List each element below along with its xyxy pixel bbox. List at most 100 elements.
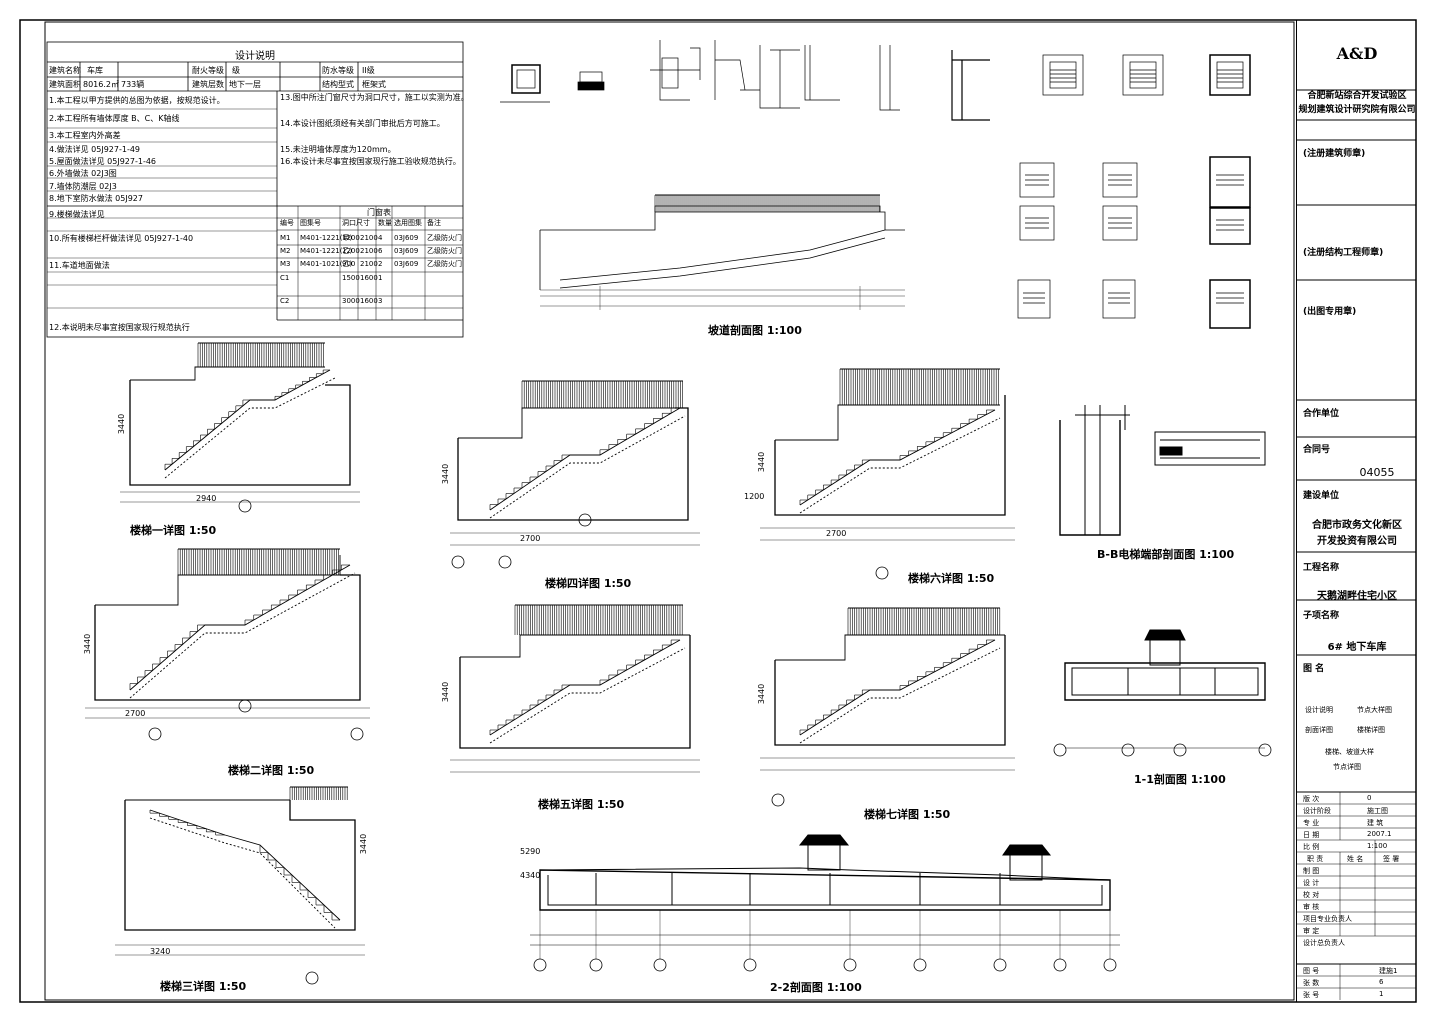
note-item: 14.本设计图纸须经有关部门审批后方可施工。 [280,119,445,128]
reg-structural-seal: (注册结构工程师章) [1303,248,1384,258]
sign-row-role: 设 计 [1303,879,1320,887]
dim-text: 3440 [441,463,451,485]
sheet-info-label: 张 数 [1303,979,1320,987]
notes-header-cell: 级 [232,66,240,75]
info-value: 建 筑 [1367,819,1384,827]
dim-text: 3240 [150,947,171,956]
note-item: 8.地下室防水做法 05J927 [49,194,143,203]
notes-table-lines [46,41,464,338]
caption-section-1-1: 1-1剖面图 1:100 [1134,773,1226,786]
info-value: 2007.1 [1367,830,1392,838]
company-name-line-2: 规划建筑设计研究院有限公司 [1298,105,1416,115]
door-table-cell: M3 [280,260,291,268]
caption-stair-4: 楼梯四详图 1:50 [545,577,632,590]
door-table-cell: 03J609 [394,260,419,268]
design-notes: 设计说明 建筑名称 车库 耐火等级 级 防水等级 II级 建筑面积 8016.2… [47,42,469,337]
dim-text: 2700 [520,534,541,543]
contract-number: 04055 [1359,466,1395,479]
note-item: 4.做法详见 05J927-1-49 [49,145,141,154]
door-table-cell: 03J609 [394,234,419,242]
caption-stair-6: 楼梯六详图 1:50 [908,572,995,585]
reg-architect-seal: (注册建筑师章) [1303,149,1366,159]
notes-title: 设计说明 [235,51,275,62]
door-table-cell: 1500 [342,274,360,282]
note-item: 16.本设计未尽事宜按国家现行施工验收规范执行。 [280,157,461,166]
door-table-cell: M401-1221(乙) [300,247,353,255]
door-table-cell: 1600 [360,274,378,282]
door-table-cell: 2100 [360,260,378,268]
drawing-name-label: 图 名 [1303,664,1325,674]
subitem-name: 6# 地下车库 [1327,642,1387,653]
sign-row-role: 审 定 [1303,927,1320,935]
dim-text: 2700 [826,529,847,538]
notes-header-cell: 建筑层数 [192,80,224,89]
grid-axis-bubble [1053,743,1067,757]
door-table-cell: 4 [378,234,383,242]
door-table-cell: 1600 [360,297,378,305]
notes-header-cell: 车库 [87,66,103,75]
door-table-header: 编号 [280,219,294,227]
dim-text: 3440 [359,833,369,855]
firm-logo: A&D [1336,44,1378,63]
grid-axis-bubble [1173,743,1187,757]
drawing-name-item: 剖面详图 [1305,726,1333,734]
grid-axis-bubble [843,958,857,972]
dim-text: 2700 [125,709,146,718]
drawing-name-item: 节点详图 [1333,763,1361,771]
dim-text: 3440 [757,683,767,705]
grid-axis-bubble [771,793,785,807]
bb-elevator-section [1059,405,1130,536]
door-table-cell: 1200 [342,234,360,242]
sign-header: 签 署 [1383,855,1400,863]
client-label: 建设单位 [1303,491,1340,501]
door-table-cell: 2100 [360,247,378,255]
dim-text: 4340 [520,871,541,880]
note-item: 10.所有楼梯栏杆做法详见 05J927-1-40 [49,234,194,243]
dim-text: 3440 [117,413,127,435]
door-table-cell: 2100 [360,234,378,242]
info-label: 专 业 [1303,819,1320,827]
dim-text: 1200 [744,492,765,501]
notes-header-cell: 建筑面积 [49,80,81,89]
door-table-cell: 3 [378,297,383,305]
grid-axis-bubble [498,555,512,569]
sheet-info-label: 图 号 [1303,967,1320,975]
door-table-cell: 1 [378,274,383,282]
caption-bb-section: B-B电梯端部剖面图 1:100 [1097,548,1235,561]
dim-text: 3440 [757,451,767,473]
grid-axis-bubble [238,499,252,513]
caption-stair-2: 楼梯二详图 1:50 [228,764,315,777]
grid-axis-bubble [1258,743,1272,757]
info-label: 版 次 [1303,795,1320,803]
sign-header: 职 责 [1307,855,1324,863]
door-table-cell: M1 [280,234,291,242]
stair-6-lines [760,395,1015,541]
sign-header: 姓 名 [1347,855,1364,863]
sign-row-role: 审 核 [1303,903,1320,911]
door-table-header: 选用图集 [394,219,422,227]
drawing-name-item: 楼梯详图 [1357,726,1385,734]
sign-row-role: 制 图 [1303,867,1320,875]
grid-axis-bubble [993,958,1007,972]
notes-header-cell: 耐火等级 [192,66,224,75]
partner-label: 合作单位 [1303,409,1340,419]
top-node-details [500,40,990,121]
note-item: 12.本说明未尽事宜按国家现行规范执行 [49,323,190,332]
notes-header-cell: II级 [362,66,375,75]
note-item: 15.未注明墙体厚度为120mm。 [280,145,396,154]
outer-border [19,19,1417,1003]
dim-text: 3440 [83,633,93,655]
dim-text: 5290 [520,847,541,856]
sign-row-role: 项目专业负责人 [1303,915,1352,923]
small-plan-detail [1154,431,1266,466]
sheet-info-value: 6 [1379,978,1384,986]
door-table-title: 门窗表 [367,208,391,217]
grid-axis-bubble [913,958,927,972]
door-table-header: 图集号 [300,219,321,227]
grid-axis-bubble [238,699,252,713]
door-table-cell: M2 [280,247,291,255]
door-table-cell: 6 [378,247,383,255]
grid-axis-bubble [350,727,364,741]
